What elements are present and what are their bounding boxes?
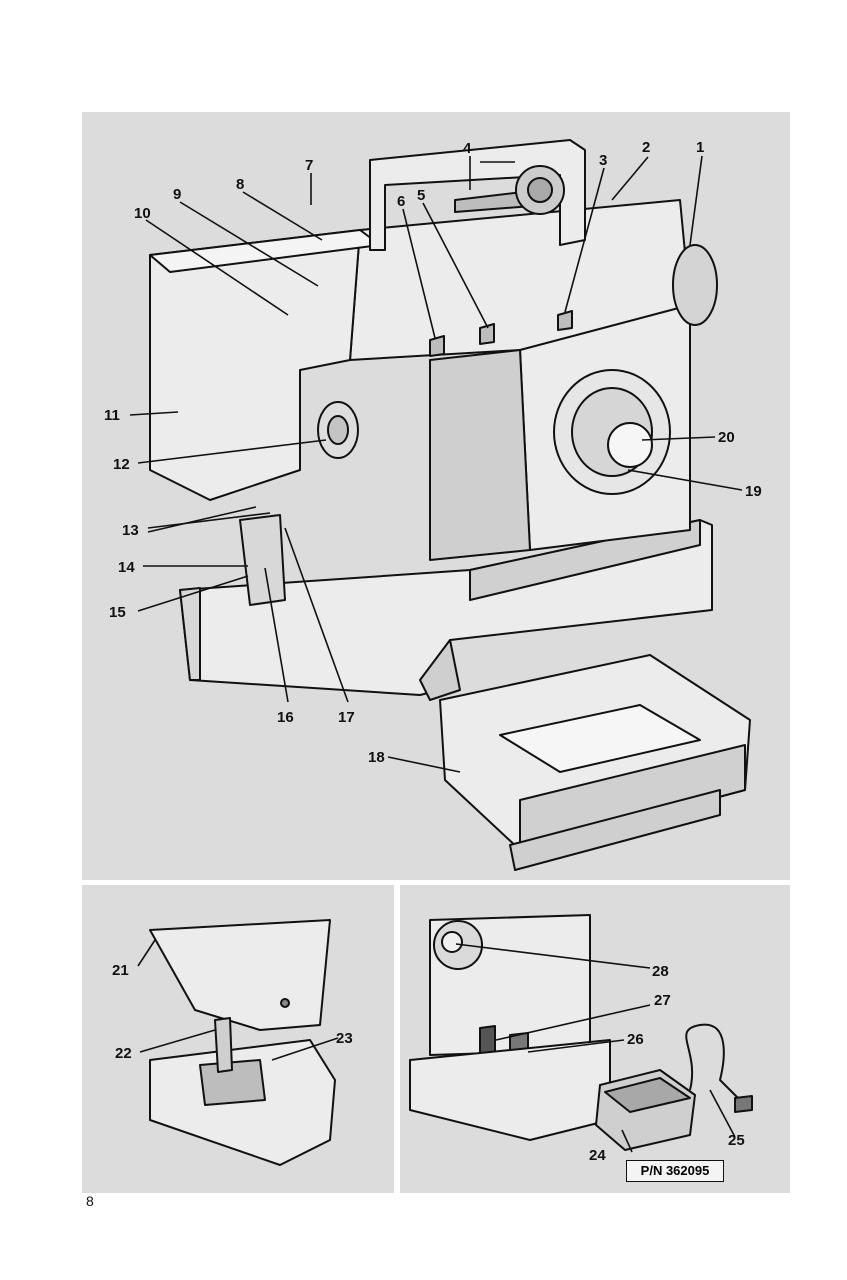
callout-10: 10 [134, 205, 151, 222]
rear-view-illustration [409, 914, 753, 1151]
callout-1: 1 [696, 139, 704, 156]
callout-14: 14 [118, 559, 135, 576]
callout-15: 15 [109, 604, 126, 621]
callout-12: 12 [113, 456, 130, 473]
page-number: 8 [86, 1193, 94, 1209]
callout-4: 4 [463, 140, 472, 157]
callout-24: 24 [589, 1147, 606, 1164]
callout-22: 22 [115, 1045, 132, 1062]
callout-18: 18 [368, 749, 385, 766]
callout-3: 3 [599, 152, 607, 169]
callout-2: 2 [642, 139, 650, 156]
callout-16: 16 [277, 709, 294, 726]
callout-20: 20 [718, 429, 735, 446]
callout-26: 26 [627, 1031, 644, 1048]
callout-28: 28 [652, 963, 669, 980]
callout-11: 11 [104, 407, 120, 424]
callout-21: 21 [112, 962, 129, 979]
needle-area-illustration [149, 919, 336, 1166]
callout-23: 23 [336, 1030, 353, 1047]
sewing-machine-illustration [149, 139, 718, 701]
part-number-box: P/N 362095 [626, 1160, 724, 1182]
callout-6: 6 [397, 193, 405, 210]
callout-leader-lines [129, 155, 743, 1153]
callout-8: 8 [236, 176, 244, 193]
callout-5: 5 [417, 187, 425, 204]
callout-25: 25 [728, 1132, 745, 1149]
callout-19: 19 [745, 483, 762, 500]
callout-9: 9 [173, 186, 181, 203]
callout-17: 17 [338, 709, 355, 726]
callout-13: 13 [122, 522, 139, 539]
callout-7: 7 [305, 157, 313, 174]
extension-table-illustration [439, 654, 751, 871]
callout-27: 27 [654, 992, 671, 1009]
